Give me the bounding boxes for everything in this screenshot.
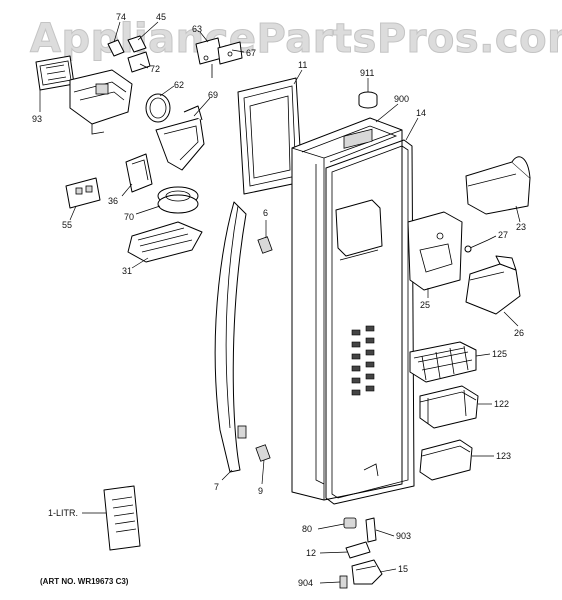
callout-122: 122 <box>494 399 509 409</box>
part-12-clip <box>345 541 371 559</box>
part-26-bin <box>465 255 521 315</box>
callout-900: 900 <box>394 94 409 104</box>
callout-25: 25 <box>420 300 430 310</box>
callout-45: 45 <box>156 12 166 22</box>
part-14-gasket <box>325 139 415 505</box>
part-93-control-panel <box>35 55 75 91</box>
part-74-45-clips <box>107 35 151 73</box>
part-63-67-bracket <box>195 37 243 78</box>
part-125-wire-basket <box>409 341 477 383</box>
callout-80: 80 <box>302 524 312 534</box>
part-122-door-bin <box>419 385 479 429</box>
part-23-bin-cover <box>465 156 531 215</box>
callout-903: 903 <box>396 531 411 541</box>
part-25-dispenser-bin <box>407 211 463 291</box>
part-900-door <box>291 117 403 501</box>
callout-7: 7 <box>214 482 219 492</box>
callout-63: 63 <box>192 24 202 34</box>
callout-74: 74 <box>116 12 126 22</box>
callout-12: 12 <box>306 548 316 558</box>
callout-67: 67 <box>246 48 256 58</box>
callout-23: 23 <box>516 222 526 232</box>
part-27-screw <box>464 239 489 253</box>
callout-6: 6 <box>263 208 268 218</box>
door-shelf-clips <box>351 325 375 396</box>
callout-27: 27 <box>498 230 508 240</box>
part-7-handle <box>214 201 247 473</box>
callout-125: 125 <box>492 349 507 359</box>
part-69-funnel <box>155 105 205 171</box>
part-1-litr-literature <box>103 485 141 551</box>
callout-labels: 74 45 63 67 72 62 93 69 36 55 70 31 11 9… <box>32 12 526 588</box>
part-36-actuator <box>125 153 153 193</box>
callout-904: 904 <box>298 578 313 588</box>
part-9-bolt <box>255 444 271 462</box>
callout-11: 11 <box>298 60 307 70</box>
part-903-pin <box>365 517 377 543</box>
callout-1-litr: 1-LITR. <box>48 508 78 518</box>
part-6-bolt <box>257 236 273 254</box>
callout-93: 93 <box>32 114 42 124</box>
callout-70: 70 <box>124 212 134 222</box>
callout-69: 69 <box>208 90 218 100</box>
callout-9: 9 <box>258 486 263 496</box>
part-15-hinge <box>351 559 383 585</box>
part-55-switch <box>65 177 101 209</box>
callout-15: 15 <box>398 564 408 574</box>
watermark: AppliancePartsPros.com <box>30 16 562 62</box>
part-72-dispenser-housing <box>69 69 133 135</box>
callout-911: 911 <box>360 68 374 78</box>
part-62-ring <box>145 93 171 123</box>
part-904-pin <box>339 575 348 589</box>
callout-72: 72 <box>150 64 160 74</box>
callout-31: 31 <box>122 266 132 276</box>
callout-55: 55 <box>62 220 72 230</box>
callout-26: 26 <box>514 328 524 338</box>
part-70-gear <box>157 186 199 214</box>
part-123-door-bin <box>419 439 473 481</box>
callout-123: 123 <box>496 451 511 461</box>
callout-14: 14 <box>416 108 426 118</box>
art-number: (ART NO. WR19673 C3) <box>40 577 129 586</box>
part-911-cap <box>358 91 378 109</box>
part-31-ice-chute <box>127 221 203 263</box>
part-80-bushing <box>343 517 357 529</box>
leader-lines <box>39 21 521 584</box>
callout-36: 36 <box>108 196 118 206</box>
callout-62: 62 <box>174 80 184 90</box>
